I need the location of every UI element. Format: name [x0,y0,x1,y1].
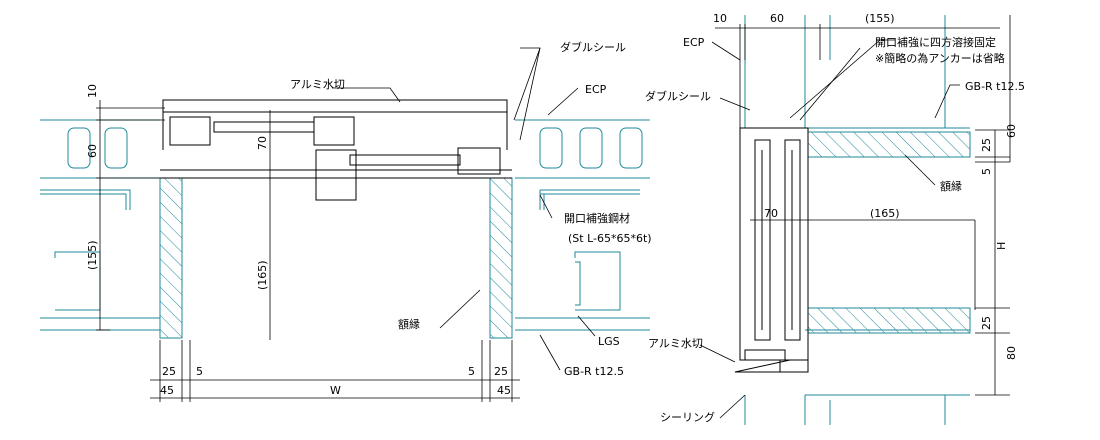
section-dim-60: 60 [770,12,784,25]
section-dim-165: (165) [870,207,900,220]
plan-dimension-lines [96,100,520,402]
frame-edge-left [159,177,183,339]
plan-dim-165: (165) [256,260,269,290]
plan-dim-5a: 5 [196,365,203,378]
plan-label-lgs: LGS [598,335,620,348]
section-label-weld-note-2: ※簡略の為アンカーは省略 [875,51,1005,65]
section-label-gbr: GB-R t12.5 [965,80,1025,93]
plan-dim-w: W [330,384,341,397]
section-dim-h: H [995,242,1008,250]
plan-dim-45a: 45 [160,384,174,397]
section-frame-edge-top [807,131,971,158]
window-frame [160,99,512,201]
plan-dim-70: 70 [256,136,269,150]
plan-label-opening-steel-spec: (St L-65*65*6t) [568,232,652,245]
ecp-panel-right [515,119,650,331]
plan-dim-10: 10 [86,84,99,98]
section-label-aluminum-flashing: アルミ水切 [648,337,703,350]
section-dim-25b: 25 [980,316,993,330]
section-leaders [699,39,960,419]
plan-label-aluminum-flashing: アルミ水切 [290,78,345,91]
section-window-frame [734,127,809,373]
frame-edge-right [489,177,513,339]
section-label-weld-note-1: 開口補強に四方溶接固定 [875,35,996,49]
section-label-ecp: ECP [683,36,705,49]
lgs-stud [54,251,621,311]
plan-dim-60: 60 [86,144,99,158]
section-dim-25a: 25 [980,138,993,152]
plan-label-frame-edge: 額縁 [398,317,420,331]
plan-label-opening-steel: 開口補強鋼材 [564,211,630,225]
plan-label-double-seal: ダブルシール [560,40,626,54]
section-dim-80: 80 [1005,346,1018,360]
section-dimension-lines [715,15,1011,396]
section-label-double-seal: ダブルシール [645,89,711,103]
section-label-sealing: シーリング [660,410,715,424]
plan-dim-25a: 25 [162,365,176,378]
section-label-frame-edge: 額縁 [940,179,962,193]
plan-dim-45b: 45 [497,384,511,397]
plan-dim-155: (155) [86,240,99,270]
plan-dim-25b: 25 [494,365,508,378]
section-dim-10: 10 [713,12,727,25]
section-dim-60b: 60 [1005,124,1018,138]
plan-leaders [332,47,596,371]
opening-steel-angle [40,189,640,210]
plan-label-ecp: ECP [585,83,607,96]
plan-view: アルミ水切 ダブルシール ECP 開口補強鋼材 (St L-65*65*6t) … [40,40,652,402]
plan-dim-5b: 5 [468,365,475,378]
section-frame-edge-bottom [807,307,971,334]
plan-label-gbr: GB-R t12.5 [564,365,624,378]
section-dim-70: 70 [764,207,778,220]
section-dim-5: 5 [980,168,993,175]
section-view: 開口補強に四方溶接固定 ※簡略の為アンカーは省略 ECP ダブルシール GB-R… [645,12,1025,425]
section-dim-155: (155) [865,12,895,25]
